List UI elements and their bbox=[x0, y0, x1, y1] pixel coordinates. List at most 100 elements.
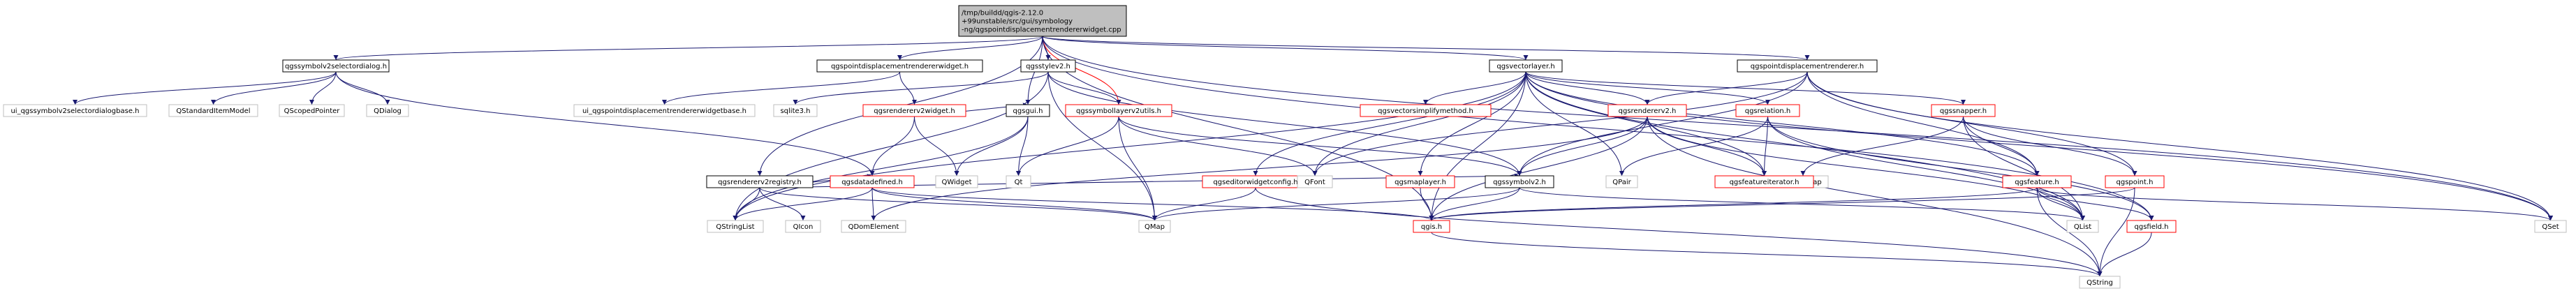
edge-vectorlayer-to-relation bbox=[1525, 71, 1770, 105]
node-qgsgui[interactable]: qgsgui.h bbox=[1006, 104, 1050, 117]
edge-stylev2-to-symbollayerutils bbox=[1047, 71, 1121, 105]
edge-vectorlayer-to-qset bbox=[1525, 71, 2553, 221]
node-qgis[interactable]: qgis.h bbox=[1413, 220, 1450, 233]
edge-vectorlayer-to-qstringlist bbox=[733, 71, 1526, 221]
edge-pdrwidget-to-ui_pdr bbox=[662, 71, 900, 105]
node-field[interactable]: qgsfield.h bbox=[2126, 220, 2177, 233]
node-label: qgspoint.h bbox=[2117, 179, 2154, 186]
edge-relation-to-qlist bbox=[1767, 116, 2085, 221]
node-box bbox=[1737, 59, 1878, 73]
node-box bbox=[168, 104, 258, 117]
node-label: /tmp/buildd/qgis-2.12.0 bbox=[962, 10, 1043, 17]
node-point[interactable]: qgspoint.h bbox=[2105, 175, 2165, 188]
node-box bbox=[1931, 104, 1996, 117]
node-maplayer[interactable]: qgsmaplayer.h bbox=[1385, 175, 1455, 188]
node-registry[interactable]: qgsrendererv2registry.h bbox=[706, 175, 814, 188]
node-label: QDomElement bbox=[848, 223, 899, 231]
node-pdrenderer[interactable]: qgspointdisplacementrenderer.h bbox=[1737, 59, 1878, 73]
edge-rendererv2widget-to-datadefined bbox=[869, 116, 915, 177]
edge-feature-to-qset bbox=[2036, 187, 2553, 221]
node-sqlite: sqlite3.h bbox=[773, 104, 818, 117]
node-label: QMap bbox=[1145, 223, 1165, 231]
edge-symbollayerutils-to-qt bbox=[1016, 116, 1119, 177]
edge-vectorlayer-to-snapper bbox=[1525, 71, 1966, 105]
node-box bbox=[862, 104, 966, 117]
node-label: qgsfeatureiterator.h bbox=[1730, 179, 1799, 186]
edge-registry-to-qmap bbox=[759, 187, 1157, 221]
edge-stylev2-to-qstringlist bbox=[733, 71, 1049, 221]
edge-feature-to-qgis bbox=[1429, 187, 2038, 221]
node-qmap: QMap bbox=[1138, 220, 1171, 233]
node-selectordialog[interactable]: qgssymbolv2selectordialog.h bbox=[282, 59, 390, 73]
node-label: qgspointdisplacementrenderer.h bbox=[1751, 63, 1864, 70]
node-label: QWidget bbox=[941, 179, 971, 186]
node-symbollayerutils[interactable]: qgssymbollayerv2utils.h bbox=[1065, 104, 1172, 117]
node-label: qgssnapper.h bbox=[1940, 107, 1987, 115]
edge-maplayer-to-qgis bbox=[1420, 187, 1434, 221]
edge-vectorlayer-to-editorwidget bbox=[1253, 71, 1526, 177]
edge-relation-to-featureiterator bbox=[1762, 116, 1768, 177]
node-label: QPair bbox=[1612, 179, 1631, 186]
node-label: qgsfeature.h bbox=[2015, 179, 2059, 186]
edge-vectorlayer-to-maplayer bbox=[1418, 71, 1526, 177]
node-label: qgssymbolv2.h bbox=[1493, 179, 1546, 186]
edge-vectorlayer-to-vectorsimplify bbox=[1423, 71, 1526, 105]
nodes-layer: /tmp/buildd/qgis-2.12.0+99unstable/src/g… bbox=[3, 5, 2567, 289]
node-label: qgsrendererv2registry.h bbox=[718, 179, 802, 186]
node-vectorlayer[interactable]: qgsvectorlayer.h bbox=[1489, 59, 1563, 73]
node-relation[interactable]: qgsrelation.h bbox=[1735, 104, 1800, 117]
edge-symbollayerutils-to-qmap bbox=[1118, 116, 1157, 221]
node-box bbox=[3, 104, 147, 117]
node-featureiterator[interactable]: qgsfeatureiterator.h bbox=[1714, 175, 1814, 188]
node-snapper[interactable]: qgssnapper.h bbox=[1931, 104, 1996, 117]
edge-pdrenderer-to-rendererv2 bbox=[1644, 71, 1808, 105]
node-stylev2[interactable]: qgsstylev2.h bbox=[1020, 59, 1076, 73]
edge-vectorlayer-to-qlist bbox=[1525, 71, 2085, 221]
node-qpair: QPair bbox=[1605, 175, 1638, 188]
node-qdomelement: QDomElement bbox=[841, 220, 906, 233]
node-box bbox=[1485, 175, 1554, 188]
node-label: qgsvectorlayer.h bbox=[1496, 63, 1554, 70]
node-box bbox=[1138, 220, 1171, 233]
node-box bbox=[706, 175, 814, 188]
edge-selectordialog-to-qdialog bbox=[335, 71, 390, 105]
edge-editorwidget-to-qmap bbox=[1152, 187, 1256, 221]
node-label: qgis.h bbox=[1421, 223, 1442, 231]
node-datadefined[interactable]: qgsdatadefined.h bbox=[830, 175, 915, 188]
edge-snapper-to-qlist bbox=[1963, 116, 2085, 221]
node-vectorsimplify[interactable]: qgsvectorsimplifymethod.h bbox=[1360, 104, 1492, 117]
edge-vectorlayer-to-featureiterator bbox=[1525, 71, 1767, 177]
edge-root-to-qgis bbox=[1042, 36, 1434, 221]
edge-datadefined-to-qstringlist bbox=[733, 187, 873, 221]
edge-datadefined-to-qgis bbox=[871, 187, 1434, 221]
edge-selectordialog-to-datadefined bbox=[335, 71, 875, 177]
node-box bbox=[958, 5, 1127, 37]
node-label: qgsmaplayer.h bbox=[1394, 179, 1446, 186]
edge-selectordialog-to-ui_selector bbox=[73, 71, 337, 105]
node-feature[interactable]: qgsfeature.h bbox=[2002, 175, 2072, 188]
node-label: QDialog bbox=[374, 107, 402, 115]
node-box bbox=[841, 220, 906, 233]
node-symbolv2[interactable]: qgssymbolv2.h bbox=[1485, 175, 1554, 188]
edge-relation-to-qpair bbox=[1619, 116, 1768, 177]
edge-pdrenderer-to-point bbox=[1806, 71, 2137, 177]
node-box bbox=[1020, 59, 1076, 73]
edge-vectorlayer-to-rendererv2 bbox=[1525, 71, 1650, 105]
edge-rendererv2-to-featureiterator bbox=[1647, 116, 1767, 177]
node-root[interactable]: /tmp/buildd/qgis-2.12.0+99unstable/src/g… bbox=[958, 5, 1127, 37]
edge-point-to-qgis bbox=[1429, 187, 2135, 221]
node-rendererv2[interactable]: qgsrendererv2.h bbox=[1607, 104, 1687, 117]
node-box bbox=[573, 104, 756, 117]
node-box bbox=[1297, 175, 1333, 188]
node-box bbox=[282, 59, 390, 73]
node-qstditem: QStandardItemModel bbox=[168, 104, 258, 117]
node-editorwidget[interactable]: qgseditorwidgetconfig.h bbox=[1202, 175, 1309, 188]
edge-snapper-to-point bbox=[1963, 116, 2137, 177]
edge-rendererv2-to-qgis bbox=[1429, 116, 1648, 221]
node-rendererv2widget[interactable]: qgsrendererv2widget.h bbox=[862, 104, 966, 117]
node-box bbox=[1006, 175, 1031, 188]
edge-stylev2-to-qmap bbox=[1047, 71, 1157, 221]
node-pdrwidget[interactable]: qgspointdisplacementrendererwidget.h bbox=[816, 59, 983, 73]
node-label: QSet bbox=[2542, 223, 2559, 231]
edge-qgis-to-qstring bbox=[1431, 232, 2103, 277]
